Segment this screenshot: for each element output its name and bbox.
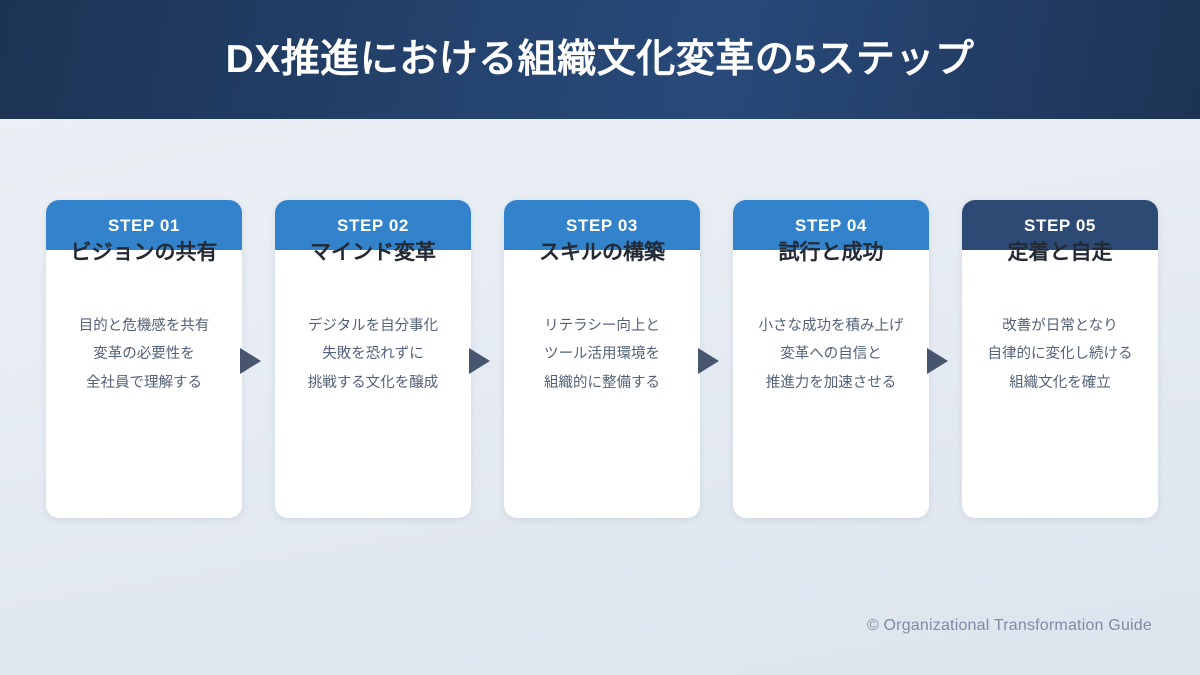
- step-card-4-title: 試行と成功: [778, 241, 884, 264]
- step-card-2[interactable]: STEP 02 マインド変革 デジタルを自分事化 失敗を恐れずに 挑戦する文化を…: [275, 200, 471, 518]
- step-card-4-header: STEP 04: [733, 200, 929, 250]
- step-card-4-body: 小さな成功を積み上げ 変革への自信と 推進力を加速させる: [758, 318, 904, 391]
- step-card-1-title: ビジョンの共有: [70, 241, 218, 264]
- footer-credit: © Organizational Transformation Guide: [866, 617, 1152, 634]
- step-card-1-step-label: STEP 01: [108, 215, 180, 235]
- step-card-1[interactable]: STEP 01 ビジョンの共有 目的と危機感を共有 変革の必要性を 全社員で理解…: [46, 200, 242, 518]
- step-card-4[interactable]: STEP 04 試行と成功 小さな成功を積み上げ 変革への自信と 推進力を加速さ…: [733, 200, 929, 518]
- title-banner: DX推進における組織文化変革の5ステップ: [0, 0, 1200, 119]
- step-card-3[interactable]: STEP 03 スキルの構築 リテラシー向上と ツール活用環境を 組織的に整備す…: [504, 200, 700, 518]
- step-card-5-title: 定着と自走: [1007, 241, 1113, 264]
- arrow-right-icon-2: [469, 348, 490, 374]
- step-card-4-step-label: STEP 04: [795, 215, 867, 235]
- step-card-2-header: STEP 02: [275, 200, 471, 250]
- step-card-2-step-label: STEP 02: [337, 215, 409, 235]
- step-card-1-header: STEP 01: [46, 200, 242, 250]
- arrow-right-icon-1: [240, 348, 261, 374]
- arrow-right-icon-4: [927, 348, 948, 374]
- page-title: DX推進における組織文化変革の5ステップ: [225, 38, 975, 81]
- step-card-5-body: 改善が日常となり 自律的に変化し続ける 組織文化を確立: [987, 318, 1133, 391]
- step-card-5-header: STEP 05: [962, 200, 1158, 250]
- steps-row: STEP 01 ビジョンの共有 目的と危機感を共有 変革の必要性を 全社員で理解…: [46, 200, 1158, 518]
- step-card-5[interactable]: STEP 05 定着と自走 改善が日常となり 自律的に変化し続ける 組織文化を確…: [962, 200, 1158, 518]
- step-card-2-title: マインド変革: [310, 241, 436, 264]
- step-card-2-body: デジタルを自分事化 失敗を恐れずに 挑戦する文化を醸成: [307, 318, 439, 391]
- step-card-3-step-label: STEP 03: [566, 215, 638, 235]
- step-card-5-step-label: STEP 05: [1024, 215, 1096, 235]
- step-card-3-body: リテラシー向上と ツール活用環境を 組織的に整備する: [544, 318, 660, 391]
- step-card-3-title: スキルの構築: [539, 241, 665, 264]
- step-card-1-body: 目的と危機感を共有 変革の必要性を 全社員で理解する: [78, 318, 210, 391]
- arrow-right-icon-3: [698, 348, 719, 374]
- step-card-3-header: STEP 03: [504, 200, 700, 250]
